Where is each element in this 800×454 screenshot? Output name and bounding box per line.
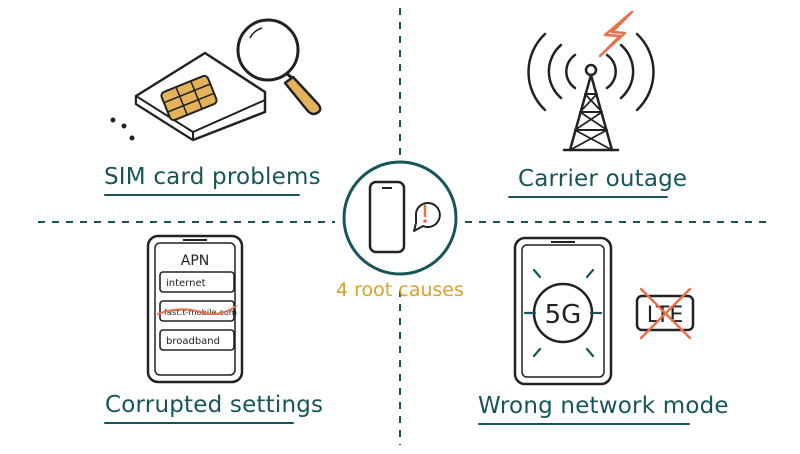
sim-card-icon <box>134 51 267 142</box>
label-carrier-outage: Carrier outage <box>518 166 688 192</box>
sim-chip-icon <box>160 74 218 122</box>
apn-list: internet fast.t-mobile.com broadband <box>157 271 237 351</box>
network-mode-selected: 5G <box>545 300 582 330</box>
apn-phone-illustration: APN internet fast.t-mobile.com broadband <box>146 234 244 384</box>
signal-waves-icon <box>527 32 655 112</box>
label-underline <box>478 423 690 425</box>
quadrant-dividers <box>38 8 770 445</box>
center-label: 4 root causes <box>336 279 464 301</box>
label-underline <box>104 194 300 196</box>
5g-rays-icon <box>523 268 603 358</box>
apn-item-box[interactable] <box>159 329 235 351</box>
center-illustration <box>342 160 458 276</box>
label-underline <box>104 422 294 424</box>
apn-item-internet: internet <box>166 278 206 289</box>
cell-tower-icon <box>562 63 620 152</box>
phone-icon <box>368 180 406 254</box>
label-wrong-network-mode: Wrong network mode <box>478 393 729 419</box>
dust-dots <box>110 117 135 141</box>
lte-crossed-icon: LTE <box>635 287 695 340</box>
network-mode-illustration: 5G LTE <box>513 236 695 386</box>
label-sim-card-problems: SIM card problems <box>104 164 321 190</box>
corruption-strike-icon <box>157 305 237 315</box>
label-corrupted-settings: Corrupted settings <box>105 392 324 418</box>
magnifying-glass-icon <box>236 18 322 116</box>
label-underline <box>508 196 668 198</box>
apn-item-box[interactable] <box>159 271 235 293</box>
lightning-bolt-icon <box>598 10 634 58</box>
apn-item-broadband: broadband <box>166 336 220 347</box>
alert-bubble-icon <box>413 202 441 232</box>
apn-title: APN <box>181 253 210 269</box>
cell-tower-illustration <box>527 10 655 152</box>
sim-card-illustration <box>110 18 322 142</box>
